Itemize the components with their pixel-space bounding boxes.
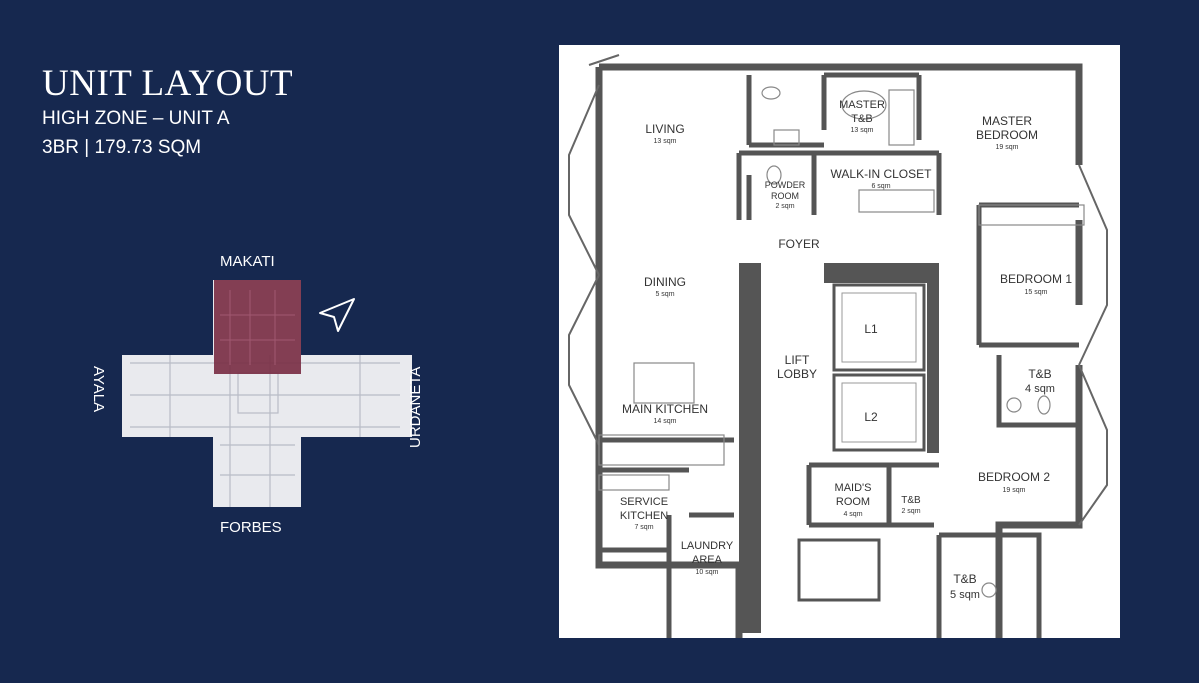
room-l1-name: L1 bbox=[864, 322, 878, 336]
room-master-tb-name1: MASTER bbox=[839, 99, 885, 111]
key-west-label: AYALA bbox=[90, 366, 107, 412]
unit-a-highlight bbox=[214, 280, 301, 374]
room-main-kitchen-area: 14 sqm bbox=[654, 418, 677, 425]
room-laundry-area: 10 sqm bbox=[696, 569, 719, 576]
room-tb4-name: T&B bbox=[1028, 367, 1051, 381]
room-laundry-name1: LAUNDRY bbox=[681, 540, 734, 552]
room-lift-lobby-name2: LOBBY bbox=[777, 367, 817, 381]
key-east-label: URDANETA bbox=[407, 367, 424, 448]
zone-label: HIGH ZONE – UNIT A bbox=[42, 108, 230, 129]
room-walkin-name: WALK-IN CLOSET bbox=[831, 167, 933, 181]
room-service-kitchen-name1: SERVICE bbox=[620, 496, 668, 508]
room-laundry-name2: AREA bbox=[692, 554, 723, 566]
room-walkin-area: 6 sqm bbox=[871, 183, 890, 190]
page-title: UNIT LAYOUT bbox=[42, 63, 294, 104]
room-tb2-area: 2 sqm bbox=[901, 508, 920, 515]
room-service-kitchen-area: 7 sqm bbox=[634, 524, 653, 531]
room-bedroom1-area: 15 sqm bbox=[1025, 289, 1048, 296]
room-tb5-name: T&B bbox=[953, 572, 976, 586]
key-plan: MAKATI AYALA URDANETA FORBES bbox=[80, 245, 440, 545]
room-foyer-name: FOYER bbox=[778, 237, 820, 251]
key-north-label: MAKATI bbox=[220, 253, 275, 270]
room-powder-name2: ROOM bbox=[771, 191, 799, 201]
room-dining-name: DINING bbox=[644, 275, 686, 289]
room-living-name: LIVING bbox=[645, 122, 684, 136]
room-maids-name1: MAID'S bbox=[835, 482, 872, 494]
room-master-tb-area: 13 sqm bbox=[851, 127, 874, 134]
room-master-bedroom-area: 19 sqm bbox=[996, 144, 1019, 151]
room-tb5-area: 5 sqm bbox=[950, 589, 980, 601]
room-main-kitchen-name: MAIN KITCHEN bbox=[622, 402, 708, 416]
interior-walls bbox=[599, 72, 1079, 638]
lift-core bbox=[739, 263, 939, 633]
room-lift-lobby-name1: LIFT bbox=[785, 353, 810, 367]
room-dining-area: 5 sqm bbox=[655, 291, 674, 298]
room-bedroom2-name: BEDROOM 2 bbox=[978, 470, 1050, 484]
room-powder-name1: POWDER bbox=[765, 180, 806, 190]
unit-spec: 3BR | 179.73 SQM bbox=[42, 137, 202, 158]
room-service-kitchen-name2: KITCHEN bbox=[620, 510, 668, 522]
room-bedroom1-name: BEDROOM 1 bbox=[1000, 272, 1072, 286]
room-powder-area: 2 sqm bbox=[775, 203, 794, 210]
north-arrow-icon bbox=[319, 298, 355, 332]
floor-plan: LIVING 13 sqm MASTER T&B 13 sqm MASTER B… bbox=[559, 45, 1120, 638]
room-bedroom2-area: 19 sqm bbox=[1003, 487, 1026, 494]
room-master-tb-name2: T&B bbox=[851, 113, 872, 125]
room-tb2-name: T&B bbox=[901, 495, 921, 506]
room-master-bedroom-name2: BEDROOM bbox=[976, 128, 1038, 142]
room-master-bedroom-name1: MASTER bbox=[982, 114, 1032, 128]
room-living-area: 13 sqm bbox=[654, 138, 677, 145]
room-maids-area: 4 sqm bbox=[843, 511, 862, 518]
key-south-label: FORBES bbox=[220, 519, 282, 536]
room-tb4-area: 4 sqm bbox=[1025, 383, 1055, 395]
room-maids-name2: ROOM bbox=[836, 496, 870, 508]
room-l2-name: L2 bbox=[864, 410, 878, 424]
